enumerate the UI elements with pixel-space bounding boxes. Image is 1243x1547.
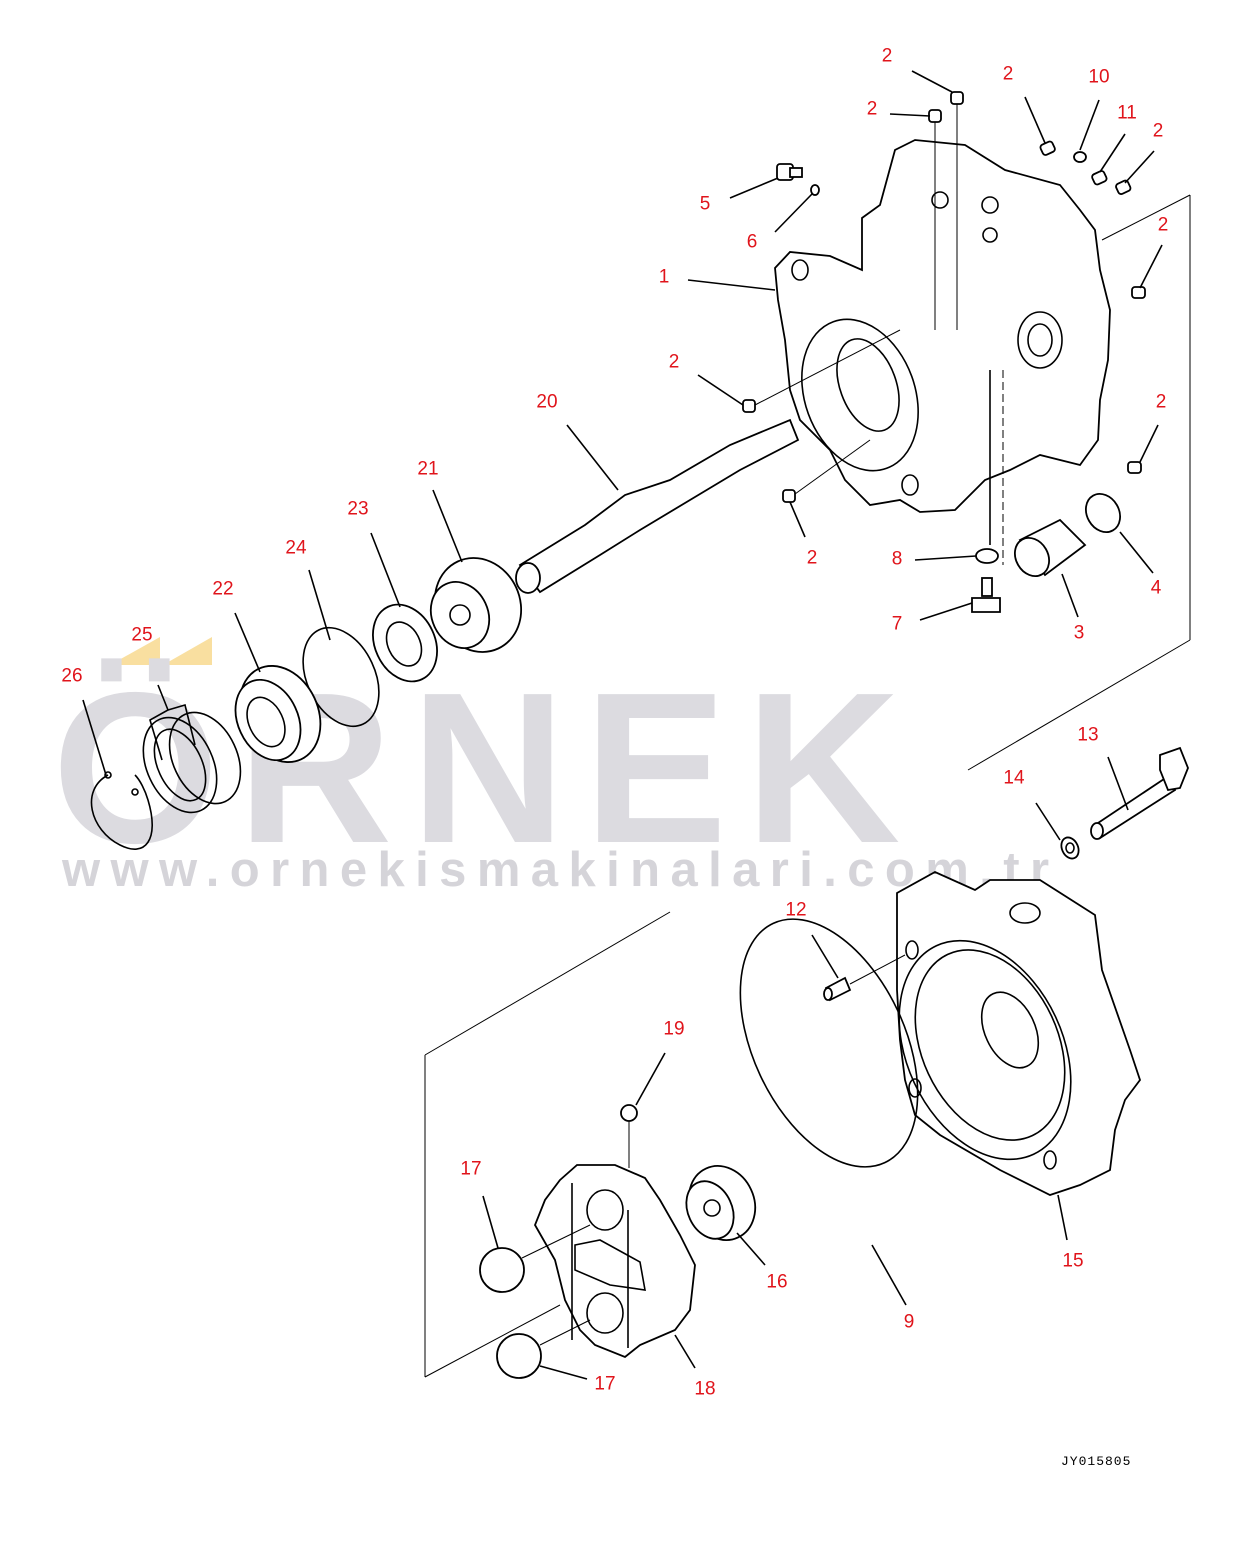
snap-ring-icon — [90, 771, 153, 850]
valve-plate-icon — [534, 1104, 696, 1359]
watermark-url: www.ornekismakinalari.com.tr — [62, 843, 1060, 897]
callout-part-5: 5 — [699, 193, 711, 215]
callout-part-22: 22 — [212, 578, 234, 600]
plug-5-icon — [776, 163, 820, 196]
watermark-brand: ÖRNEK — [52, 647, 919, 888]
leader-lines — [82, 70, 1163, 1380]
callout-part-9: 9 — [903, 1311, 915, 1333]
plug-icon — [742, 91, 1146, 503]
callout-part-20: 20 — [536, 391, 558, 413]
callout-part-26: 26 — [61, 665, 83, 687]
callout-part-19: 19 — [663, 1018, 685, 1040]
callout-part-2: 2 — [1152, 120, 1164, 142]
bearing-21-icon — [429, 557, 523, 653]
sleeve-icon — [971, 493, 1121, 613]
seal-ring-icon — [142, 684, 242, 814]
spacer-icon — [372, 603, 438, 683]
pump-case-icon — [774, 139, 1111, 565]
callout-part-1: 1 — [658, 266, 670, 288]
o-ring-9-icon — [739, 918, 919, 1168]
callout-part-11: 11 — [1117, 102, 1137, 124]
callout-part-2: 2 — [866, 98, 878, 120]
callout-part-2: 2 — [1002, 63, 1014, 85]
callout-part-2: 2 — [806, 547, 818, 569]
callout-part-17: 17 — [460, 1158, 482, 1180]
drawing-code: JY015805 — [1061, 1454, 1132, 1469]
callout-part-8: 8 — [891, 548, 903, 570]
callout-part-15: 15 — [1062, 1250, 1084, 1272]
frame-lines — [424, 194, 1191, 1378]
callout-part-7: 7 — [891, 613, 903, 635]
callout-part-4: 4 — [1150, 577, 1162, 599]
callout-part-14: 14 — [1003, 767, 1025, 789]
callout-part-10: 10 — [1088, 66, 1110, 88]
callout-part-2: 2 — [881, 45, 893, 67]
pin-icon — [823, 954, 906, 1002]
callout-part-6: 6 — [746, 231, 758, 253]
bearing-16-icon — [685, 1165, 757, 1241]
bolt-icon — [1090, 746, 1189, 840]
washer-icon — [1060, 836, 1080, 860]
callout-part-12: 12 — [785, 899, 807, 921]
callout-part-2: 2 — [1157, 214, 1169, 236]
callout-part-24: 24 — [285, 537, 307, 559]
callout-part-16: 16 — [766, 1271, 788, 1293]
callout-part-25: 25 — [131, 624, 153, 646]
callout-part-13: 13 — [1077, 724, 1099, 746]
oil-seal-icon — [234, 665, 322, 763]
end-cap-icon — [896, 870, 1142, 1196]
ball-icon — [479, 1224, 591, 1379]
callout-part-3: 3 — [1073, 622, 1085, 644]
callout-part-2: 2 — [1155, 391, 1167, 413]
callout-part-23: 23 — [347, 498, 369, 520]
callout-part-2: 2 — [668, 351, 680, 373]
shaft-icon — [515, 418, 800, 594]
callout-part-18: 18 — [694, 1378, 716, 1400]
callout-part-17: 17 — [594, 1373, 616, 1395]
callout-part-21: 21 — [417, 458, 439, 480]
